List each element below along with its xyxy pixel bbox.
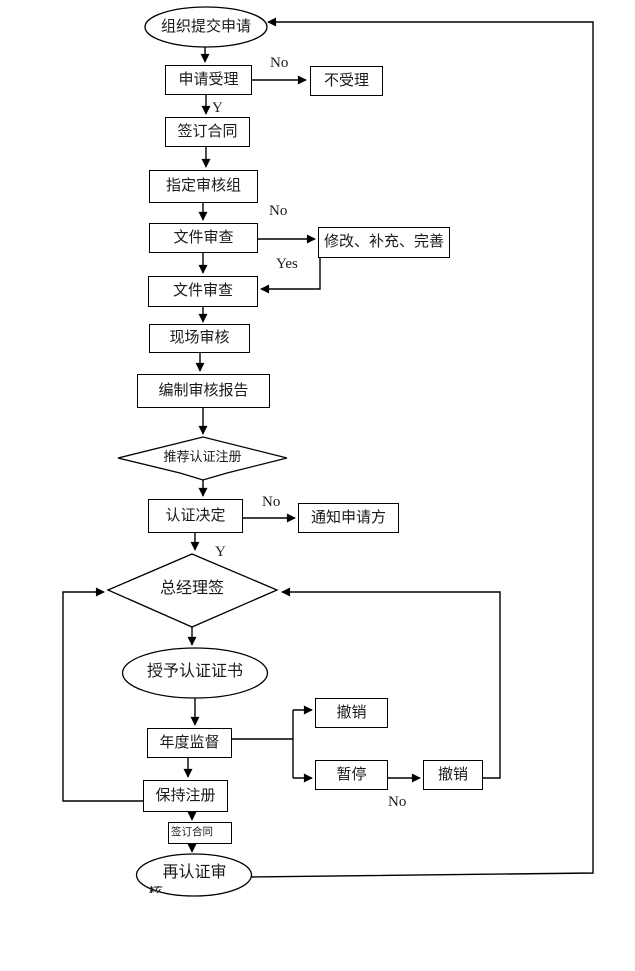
edge-label-decision-y: Y <box>215 544 226 560</box>
edge-label-doc-yes: Yes <box>276 256 298 272</box>
recommend-diamond <box>117 436 288 481</box>
edge-keep-loop-to-gmsign <box>62 587 143 802</box>
start-label: 组织提交申请 <box>160 18 251 35</box>
edge-revise-to-docreview2 <box>260 258 321 294</box>
node-assign-team: 指定审核组 <box>149 170 258 203</box>
node-accept: 申请受理 <box>165 65 252 95</box>
node-doc-review-1: 文件审查 <box>149 223 258 253</box>
edge-revoke-loop-to-gmsign <box>281 587 501 779</box>
node-annual-supervision: 年度监督 <box>147 728 232 758</box>
node-sign-contract: 签订合同 <box>165 117 250 147</box>
edge-recert-loop-to-start <box>250 17 594 878</box>
node-reject: 不受理 <box>310 66 383 96</box>
node-keep-registration: 保持注册 <box>143 780 228 812</box>
node-revise: 修改、补充、完善 <box>318 227 450 258</box>
node-audit-report: 编制审核报告 <box>137 374 270 408</box>
recertification-ellipse <box>135 853 253 897</box>
edge-label-decision-no: No <box>262 494 281 510</box>
grant-cert-label: 授予认证证书 <box>146 663 243 680</box>
gm-sign-label: 总经理签 <box>159 580 224 597</box>
node-revoke-right: 撤销 <box>423 760 483 790</box>
node-suspend: 暂停 <box>315 760 388 790</box>
edge-label-suspend-no: No <box>388 794 407 810</box>
gm-sign-diamond <box>106 553 279 628</box>
node-renew-contract: 签订合同 <box>168 822 232 844</box>
edge-label-accept-no: No <box>270 55 289 71</box>
node-decision: 认证决定 <box>148 499 243 533</box>
node-revoke-top: 撤销 <box>315 698 388 728</box>
recertification-label-overflow: 核 <box>148 886 166 893</box>
recertification-label: 再认证审 <box>162 864 227 881</box>
node-doc-review-2: 文件审查 <box>148 276 258 307</box>
start-ellipse <box>144 6 268 48</box>
edge-label-accept-y: Y <box>212 100 223 116</box>
recommend-label: 推荐认证注册 <box>163 448 242 464</box>
node-notify: 通知申请方 <box>298 503 399 533</box>
node-site-audit: 现场审核 <box>149 324 250 353</box>
edge-label-doc-no: No <box>269 203 288 219</box>
